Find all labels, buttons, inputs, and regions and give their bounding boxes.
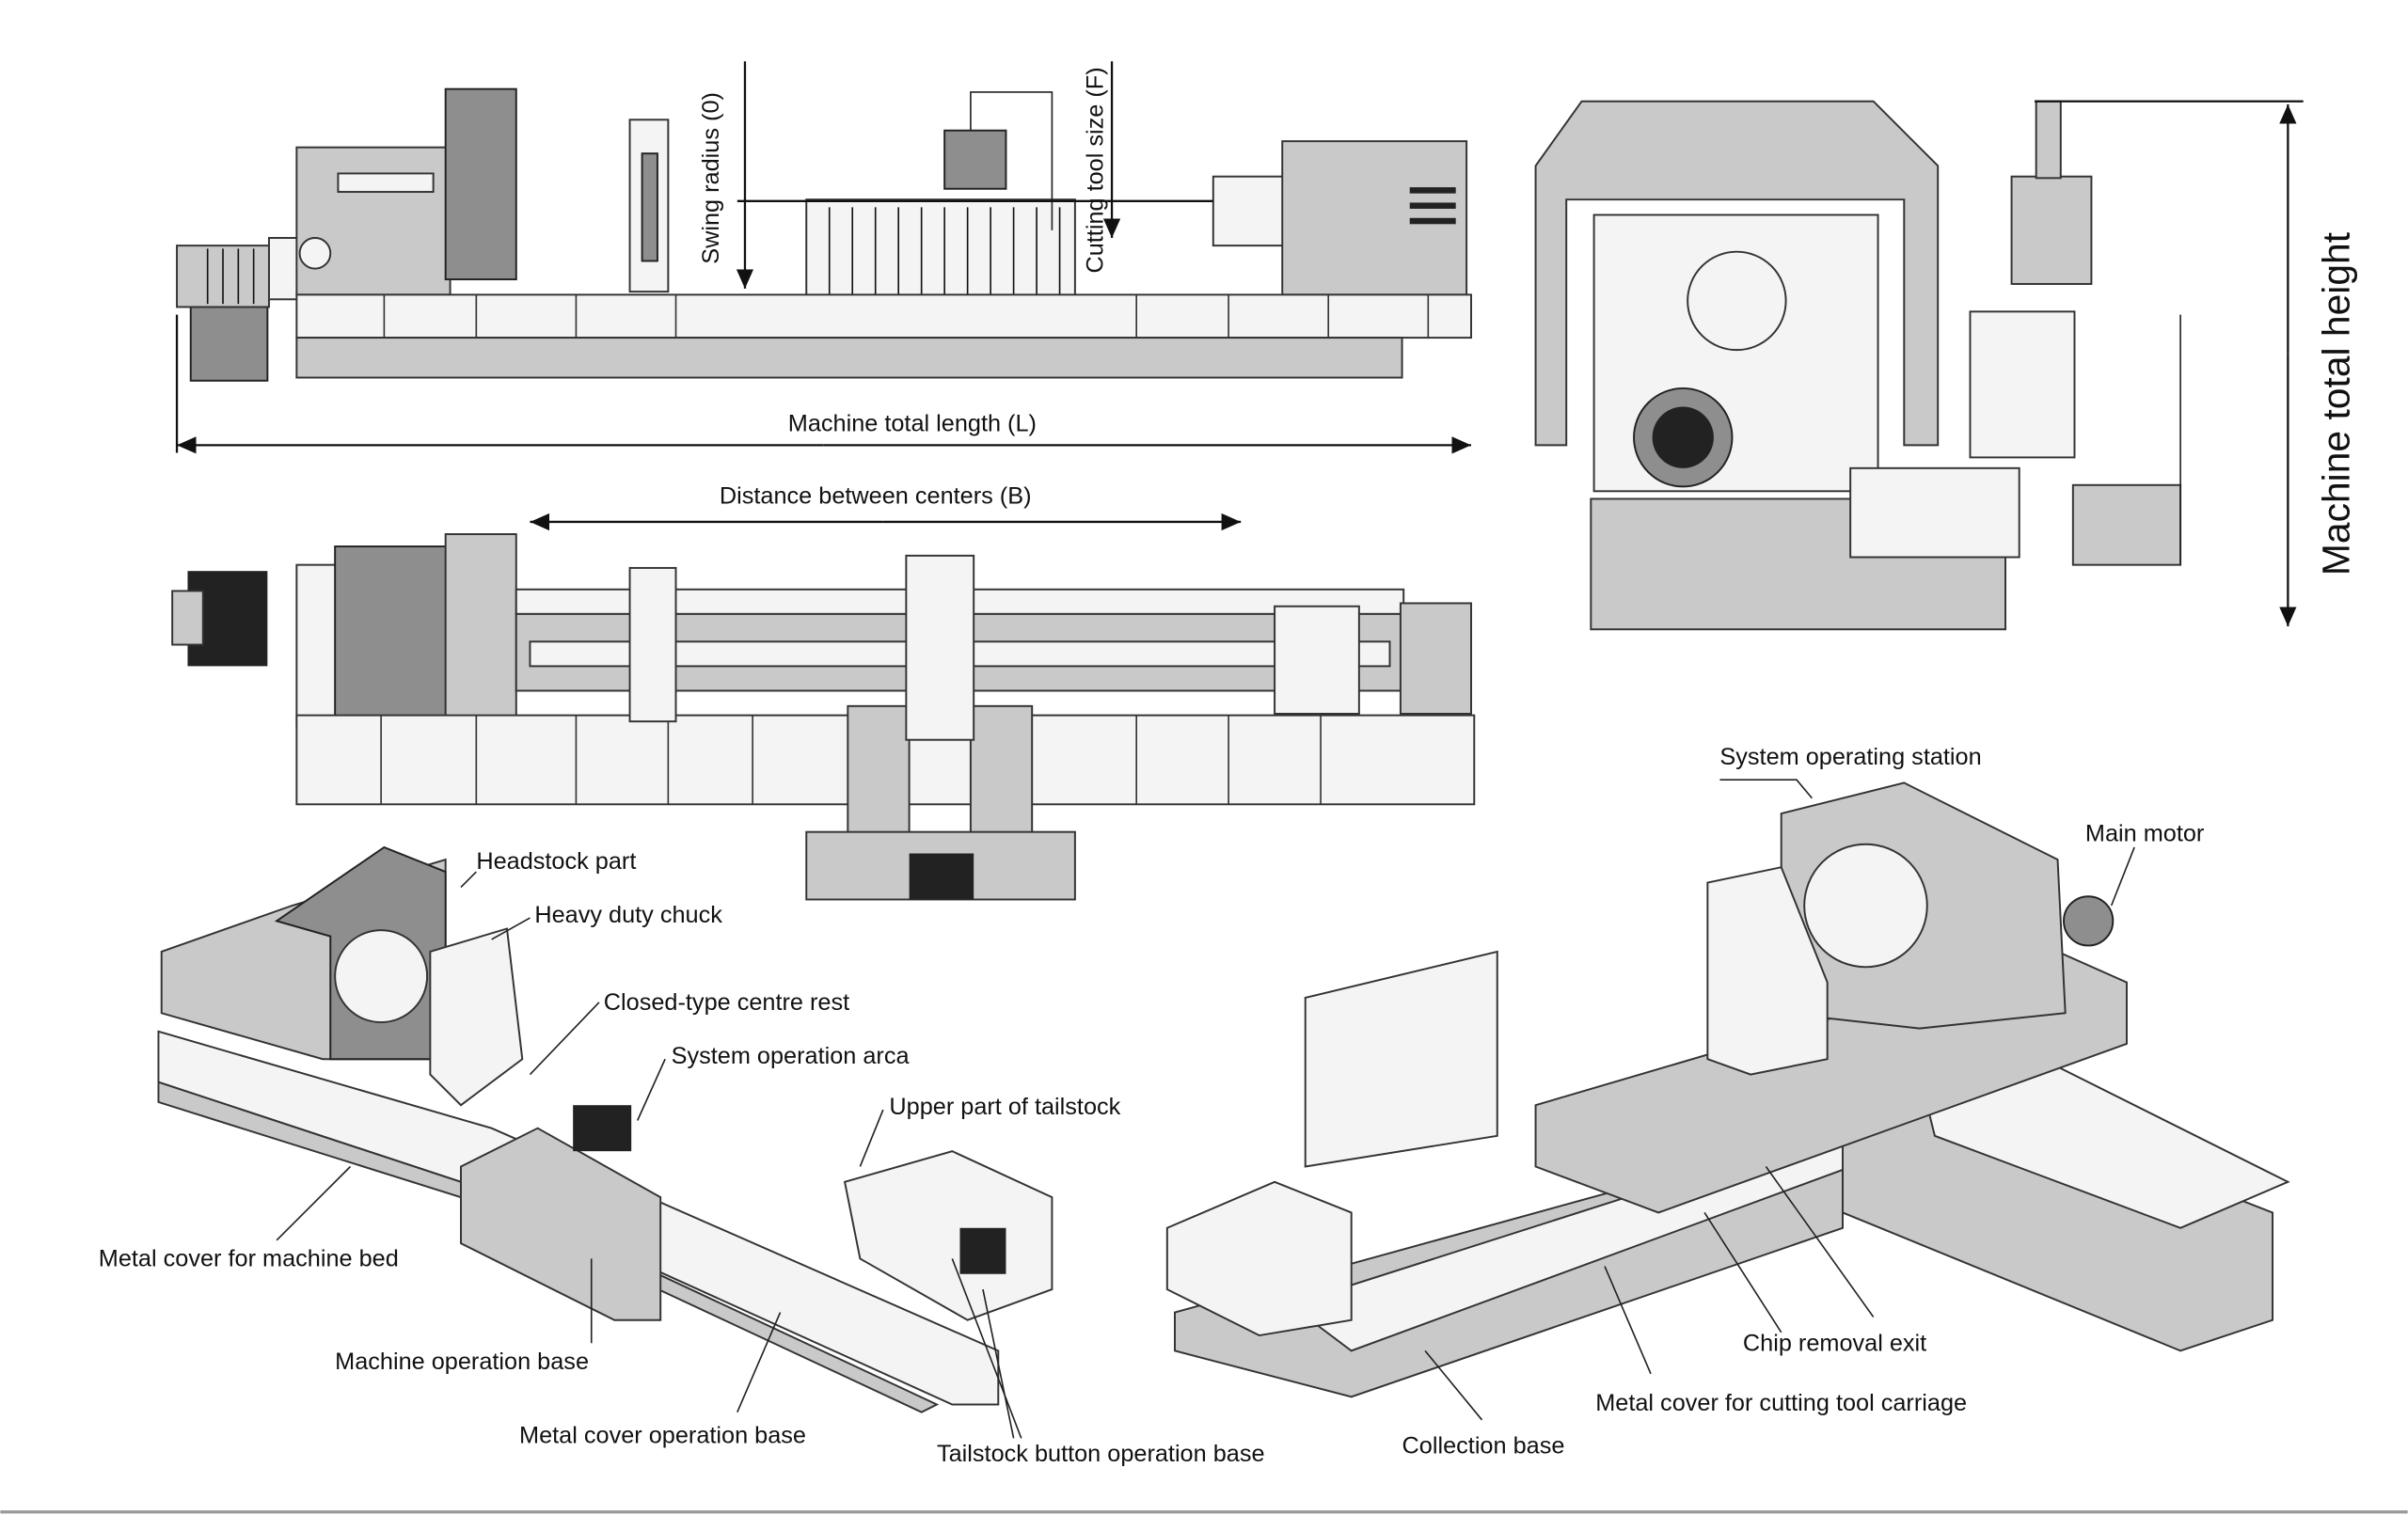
collection-base-label: Collection base [1402, 1433, 1565, 1460]
left-isometric-labels: Headstock part Heavy duty chuck Closed-t… [99, 848, 1265, 1467]
bed-cover-label: Metal cover for machine bed [99, 1246, 399, 1272]
right-isometric-labels: System operating station Main motor Chip… [1402, 744, 2205, 1460]
distance-between-centers-label: Distance between centers (B) [720, 482, 1032, 509]
chip-removal-label: Chip removal exit [1743, 1330, 1926, 1356]
side-view [1534, 100, 2304, 631]
top-view [171, 513, 1476, 901]
cutting-tool-size-label: Cutting tool size (F) [1082, 67, 1108, 273]
operating-station-label: System operating station [1719, 744, 1981, 770]
swing-radius-label: Swing radius (0) [698, 92, 724, 264]
front-view [175, 61, 1472, 454]
metal-cover-operation-base-label: Metal cover operation base [519, 1422, 806, 1448]
total-length-label: Machine total length (L) [788, 411, 1037, 437]
right-isometric-view [1165, 779, 2290, 1421]
total-height-label: Machine total height [2315, 231, 2358, 576]
centre-rest-label: Closed-type centre rest [604, 989, 849, 1016]
tool-carriage-cover-label: Metal cover for cutting tool carriage [1595, 1390, 1967, 1416]
system-operation-area-label: System operation arca [672, 1043, 911, 1069]
main-motor-label: Main motor [2085, 820, 2204, 846]
machine-operation-base-label: Machine operation base [335, 1349, 589, 1375]
heavy-duty-chuck-label: Heavy duty chuck [534, 902, 722, 928]
left-isometric-view [157, 845, 1054, 1439]
headstock-part-label: Headstock part [476, 848, 636, 875]
tailstock-upper-label: Upper part of tailstock [889, 1094, 1120, 1120]
tailstock-button-base-label: Tailstock button operation base [937, 1441, 1265, 1467]
